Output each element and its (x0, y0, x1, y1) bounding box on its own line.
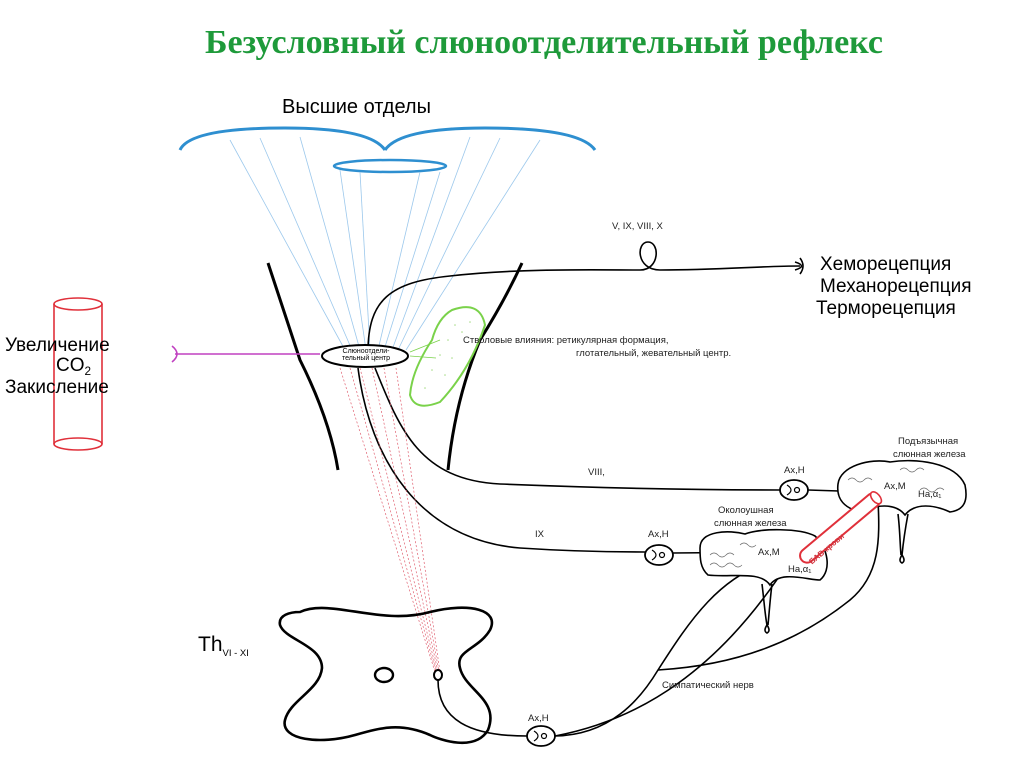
ach-n-receptor-3: Ах,Н (528, 713, 549, 724)
mechanoreception-label: Механорецепция (820, 276, 972, 297)
thoracic-segment-label: ThVI - XI (198, 633, 249, 659)
spinal-cord-section (278, 606, 494, 745)
sympathetic-nerve-label: Симпатический нерв (662, 680, 754, 691)
blood-vessel (53, 297, 103, 451)
sublingual-texture (847, 467, 945, 493)
ganglion-synapses (533, 484, 801, 742)
acidification-label: Закисление (5, 377, 109, 398)
blood-bav-vessel (799, 491, 883, 564)
central-canal (373, 666, 395, 684)
cranial-nerves-label: V, IX, VIII, X (612, 221, 663, 232)
higher-divisions-label: Высшие отделы (282, 96, 431, 118)
ach-n-receptor-2: Ах,Н (648, 529, 669, 540)
ach-m-receptor-2: Ах,М (758, 547, 780, 558)
lateral-horn-neuron (433, 669, 443, 681)
sublingual-gland-label-line1: Подъязычная (898, 436, 959, 447)
ach-n-receptor-1: Ах,Н (784, 465, 805, 476)
co2-increase-label: Увеличение (5, 335, 110, 356)
ach-m-receptor-1: Ах,М (884, 481, 906, 492)
salivary-center-shape (321, 344, 409, 368)
brainstem-outline (266, 262, 524, 471)
spinal-projection-lines (339, 367, 441, 673)
chemoreception-label: Хеморецепция (820, 254, 952, 275)
sympathetic-nerve (437, 499, 880, 737)
higher-divisions-arcs (178, 126, 597, 174)
co2-label: CO2 (56, 355, 92, 379)
na-alpha-receptor-1: На,α₁ (918, 489, 942, 500)
parotid-gland-shape (699, 528, 828, 634)
na-alpha-receptor-2: На,α₁ (788, 564, 812, 575)
parotid-gland-label-line2: слюнная железа (714, 518, 787, 529)
parotid-texture (709, 542, 757, 568)
nerve-viii-label: VIII, (588, 467, 605, 478)
brainstem-region (408, 306, 487, 407)
afferent-nerve (367, 241, 804, 353)
brainstem-influences-line1: Стволовые влияния: ретикулярная формация… (463, 335, 669, 346)
brainstem-influences-line2: глотательный, жевательный центр. (576, 348, 732, 359)
humoral-pathway (171, 345, 320, 363)
thermoreception-label: Терморецепция (816, 298, 956, 319)
sublingual-gland-label-line2: слюнная железа (893, 449, 966, 460)
nerve-ix-label: IX (535, 529, 544, 540)
salivary-center-label: Слюноотдели- тельный центр (341, 348, 391, 363)
parotid-gland-label-line1: Околоушная (718, 505, 774, 516)
descending-projection-lines (229, 136, 541, 351)
page-title: Безусловный слюноотделительный рефлекс (204, 24, 884, 61)
efferent-nerves (357, 367, 871, 554)
